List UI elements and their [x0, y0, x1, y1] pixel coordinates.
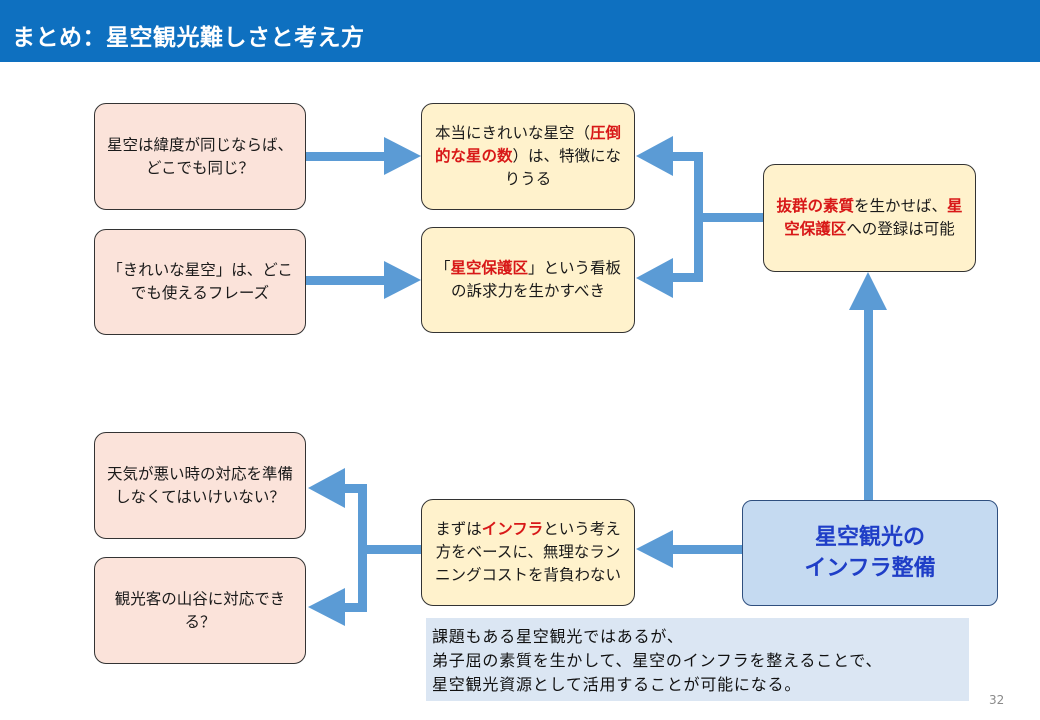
beautiful-phrase-box: 「きれいな星空」は、どこでも使えるフレーズ — [94, 229, 306, 335]
registration-text: 抜群の素質を生かせば、星空保護区への登録は可能 — [776, 197, 963, 238]
arrow-main-to-infra — [636, 530, 743, 568]
page-title: まとめ：星空観光難しさと考え方 — [12, 25, 365, 51]
weather-question-box: 天気が悪い時の対応を準備しなくてはいけいない？ — [94, 432, 306, 539]
peaks-valleys-text: 観光客の山谷に対応できる？ — [114, 589, 286, 631]
peaks-valleys-box: 観光客の山谷に対応できる？ — [94, 557, 306, 664]
weather-question-text: 天気が悪い時の対応を準備しなくてはいけいない？ — [106, 464, 293, 506]
summary-box: 課題もある星空観光ではあるが、 弟子屈の素質を生かして、星空のインフラを整えるこ… — [426, 618, 969, 701]
infra-base-box: まずはインフラという考え方をベースに、無理なランニングコストを背負わない — [421, 499, 635, 606]
summary-line-2: 弟子屈の素質を生かして、星空のインフラを整えることで、 — [432, 651, 883, 670]
infra-base-text: まずはインフラという考え方をベースに、無理なランニングコストを背負わない — [434, 520, 621, 584]
arrow-main-to-registration — [849, 272, 887, 501]
arrow-infra-branch — [308, 468, 421, 626]
reserve-sign-text: 「星空保護区」という看板の訴求力を生かすべき — [434, 259, 622, 300]
reserve-sign-box: 「星空保護区」という看板の訴求力を生かすべき — [421, 227, 635, 333]
truly-beautiful-box: 本当にきれいな星空（圧倒的な星の数）は、特徴になりうる — [421, 103, 635, 210]
page-number: 32 — [989, 693, 1005, 707]
beautiful-phrase-text: 「きれいな星空」は、どこでも使えるフレーズ — [107, 261, 293, 302]
arrow-latitude-to-truly — [306, 137, 421, 175]
main-infra-box: 星空観光の インフラ整備 — [742, 500, 998, 606]
summary-line-3: 星空観光資源として活用することが可能になる。 — [432, 675, 802, 694]
arrow-registration-branch — [636, 136, 764, 298]
main-infra-line2: インフラ整備 — [804, 556, 936, 581]
summary-line-1: 課題もある星空観光ではあるが、 — [432, 627, 684, 646]
latitude-question-box: 星空は緯度が同じならば、どこでも同じ？ — [94, 103, 306, 210]
arrow-phrase-to-reserve — [306, 261, 421, 299]
main-infra-line1: 星空観光の — [814, 525, 925, 550]
registration-box: 抜群の素質を生かせば、星空保護区への登録は可能 — [763, 164, 976, 272]
latitude-question-text: 星空は緯度が同じならば、どこでも同じ？ — [106, 135, 293, 177]
header-bar: まとめ：星空観光難しさと考え方 — [0, 0, 1040, 62]
truly-beautiful-text: 本当にきれいな星空（圧倒的な星の数）は、特徴になりうる — [434, 124, 622, 188]
